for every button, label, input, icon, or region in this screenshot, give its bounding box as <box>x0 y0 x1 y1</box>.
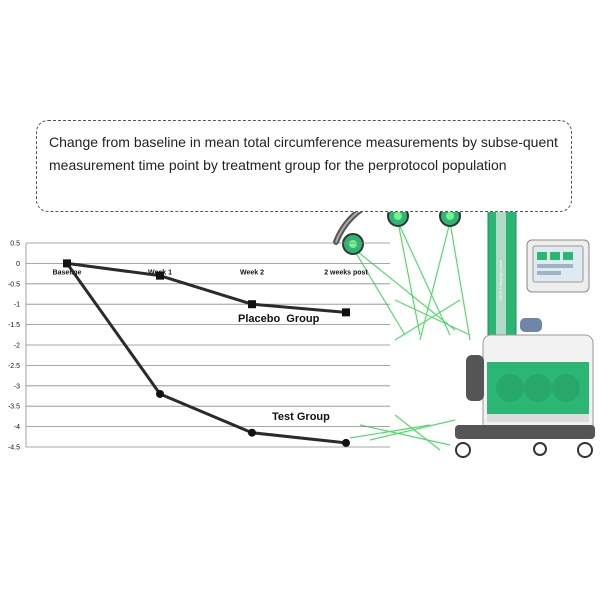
data-point <box>342 308 350 317</box>
y-tick-label: -2 <box>14 343 20 350</box>
y-tick-label: -4.5 <box>8 445 20 452</box>
series-line <box>66 261 347 314</box>
chart-series <box>63 259 350 447</box>
laser-body-contouring-machine-icon: NEW 8 MaxLipo Laser <box>333 185 595 458</box>
data-point <box>248 300 256 309</box>
series-line <box>65 262 347 445</box>
y-tick-label: 0.5 <box>10 241 20 248</box>
data-point <box>156 389 164 398</box>
data-point <box>63 259 71 268</box>
y-axis-tick-labels: 0.5 0 -0.5 -1 -1.5 -2 -2.5 -3 -3.5 -4 -4.5 <box>8 241 20 452</box>
x-category-label: Baseline <box>53 269 82 276</box>
y-tick-label: -4 <box>14 424 20 431</box>
chart-grid <box>25 242 390 448</box>
laser-rays <box>349 221 471 451</box>
y-tick-label: -1.5 <box>8 322 20 329</box>
x-category-label: Week 2 <box>240 269 264 276</box>
chart-caption: Change from baseline in mean total circu… <box>36 120 572 212</box>
y-tick-label: 0 <box>16 261 20 268</box>
y-tick-label: -3.5 <box>8 404 20 411</box>
device-side-label: NEW 8 MaxLipo Laser <box>498 259 503 300</box>
device-screen <box>526 239 590 293</box>
data-point <box>156 271 164 280</box>
series-label: Test Group <box>272 411 330 423</box>
series-label: Placebo Group <box>238 313 320 325</box>
y-tick-label: -1 <box>14 302 20 309</box>
y-tick-label: -0.5 <box>8 281 20 288</box>
x-category-label: 2 weeks post <box>324 269 368 276</box>
data-point <box>342 438 350 447</box>
y-tick-label: -3 <box>14 383 20 390</box>
data-point <box>248 428 256 437</box>
y-tick-label: -2.5 <box>8 363 20 370</box>
laser-head-1 <box>342 233 364 255</box>
